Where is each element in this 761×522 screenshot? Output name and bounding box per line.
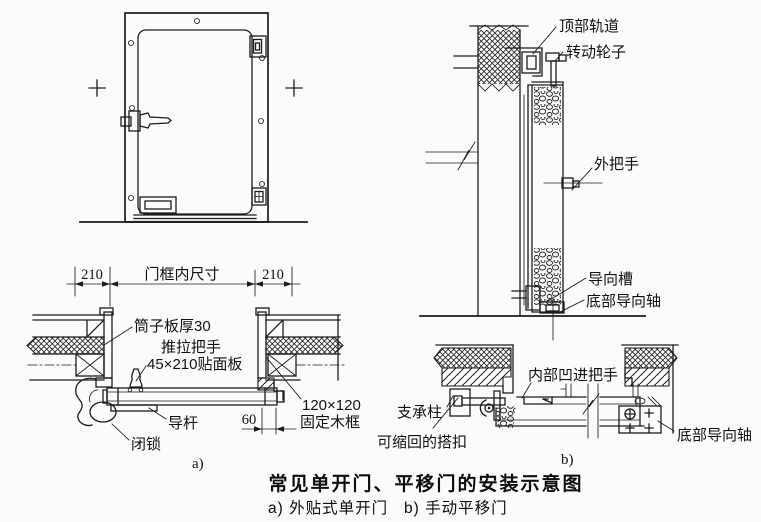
- figure-subcaption-a: a) 外贴式单开门: [268, 499, 388, 517]
- label-lock: 闭锁: [131, 436, 161, 453]
- label-wood-frame: 固定木框: [300, 414, 360, 431]
- leader-wood-frame: [265, 356, 302, 400]
- label-wheel: 转动轮子: [566, 44, 626, 61]
- label-tube-board: 筒子板厚30: [134, 317, 211, 335]
- panel-b-tag: b): [561, 452, 574, 468]
- track-bracket: [505, 47, 543, 77]
- label-outer-handle: 外把手: [594, 156, 639, 173]
- left-wall-section: [26, 307, 114, 381]
- label-support-column: 支承柱: [397, 404, 442, 421]
- leader-push-handle: [135, 365, 147, 382]
- plan-b-left-wall: [433, 344, 514, 394]
- hinge-top: [249, 35, 267, 58]
- label-push-handle: 推拉把手: [161, 339, 221, 356]
- label-guide-rod: 导杆: [168, 415, 198, 432]
- bottom-guide-bracket: [618, 396, 662, 434]
- figure-subcaption-b: b) 手动平移门: [404, 499, 508, 517]
- leader-lock: [111, 423, 130, 441]
- label-face-panel: 45×210贴面板: [147, 355, 242, 373]
- door-leaf: [137, 29, 253, 215]
- sliding-door-leaf-plan: [495, 396, 645, 427]
- label-bottom-guide-shaft-2: 底部导向轴: [677, 427, 752, 444]
- latch-assembly: [453, 390, 506, 421]
- label-top-track: 顶部轨道: [559, 18, 619, 35]
- dim-210-right: 210: [262, 267, 284, 283]
- wheel-assembly: [545, 52, 567, 87]
- outer-handle: [543, 177, 603, 189]
- door-threshold: [133, 214, 257, 223]
- leader-bottom-shaft-2: [657, 420, 675, 432]
- leader-guide-groove: [547, 277, 587, 302]
- plan-break-symbol: [582, 383, 600, 439]
- panel-a-tag: a): [192, 456, 204, 472]
- dimension-60: 60: [241, 407, 297, 435]
- right-wall-section: [255, 307, 347, 401]
- figure-caption: 常见单开门、平移门的安装示意图: [268, 472, 583, 495]
- leader-tube-board: [103, 326, 133, 346]
- sliding-door-vertical-section: 顶部轨道 转动轮子 外把手 导向槽 底部导向轴: [419, 18, 661, 341]
- single-door-plan-section: 210 门框内尺寸 210: [26, 266, 361, 472]
- wall-ticks: [453, 25, 529, 69]
- label-guide-groove: 导向槽: [588, 271, 633, 288]
- door-stop-pins: [560, 383, 639, 398]
- leader-support-column: [446, 395, 454, 408]
- label-wood-frame-size: 120×120: [302, 397, 361, 414]
- plus-mark-right: [285, 79, 303, 97]
- dim-60: 60: [242, 412, 257, 428]
- hinge-bottom: [251, 187, 267, 206]
- leader-latch: [432, 397, 459, 429]
- leader-bottom-shaft: [559, 299, 585, 313]
- leader-wheel: [554, 51, 564, 62]
- label-inner-handle: 内部凹进把手: [528, 367, 618, 384]
- pivot-end: [479, 399, 516, 428]
- leader-top-track: [532, 26, 557, 55]
- guide-groove-part: [511, 285, 541, 311]
- label-bottom-guide-shaft: 底部导向轴: [586, 293, 661, 310]
- door-handle: [120, 110, 173, 132]
- plus-mark-left: [88, 79, 106, 97]
- dimension-chain: 210 门框内尺寸 210: [66, 266, 301, 307]
- support-column-part: [449, 388, 471, 417]
- label-latch: 可缩回的搭扣: [377, 434, 467, 451]
- door-panel-section: [523, 81, 564, 313]
- dim-frame-inner: 门框内尺寸: [144, 266, 219, 283]
- leader-guide-rod: [148, 407, 167, 420]
- leader-outer-handle: [571, 167, 593, 191]
- lock-assembly: [75, 377, 117, 427]
- sliding-door-plan-section: 内部凹进把手 支承柱 可缩回的搭扣 底部导向轴 b): [377, 344, 752, 468]
- door-leaf-plan: [102, 387, 285, 406]
- plan-b-right-wall: [621, 344, 679, 434]
- door-elevation-drawing: [79, 12, 308, 223]
- frame-screws: [128, 18, 265, 201]
- leader-inner-handle: [521, 382, 532, 399]
- kick-plate: [139, 196, 177, 214]
- break-symbol: [425, 141, 479, 171]
- guide-rod-part: [110, 404, 158, 412]
- hatched-wall-block: [477, 24, 521, 92]
- door-frame: [124, 12, 269, 223]
- bottom-guide-part: [539, 297, 565, 341]
- dim-210-left: 210: [81, 267, 103, 283]
